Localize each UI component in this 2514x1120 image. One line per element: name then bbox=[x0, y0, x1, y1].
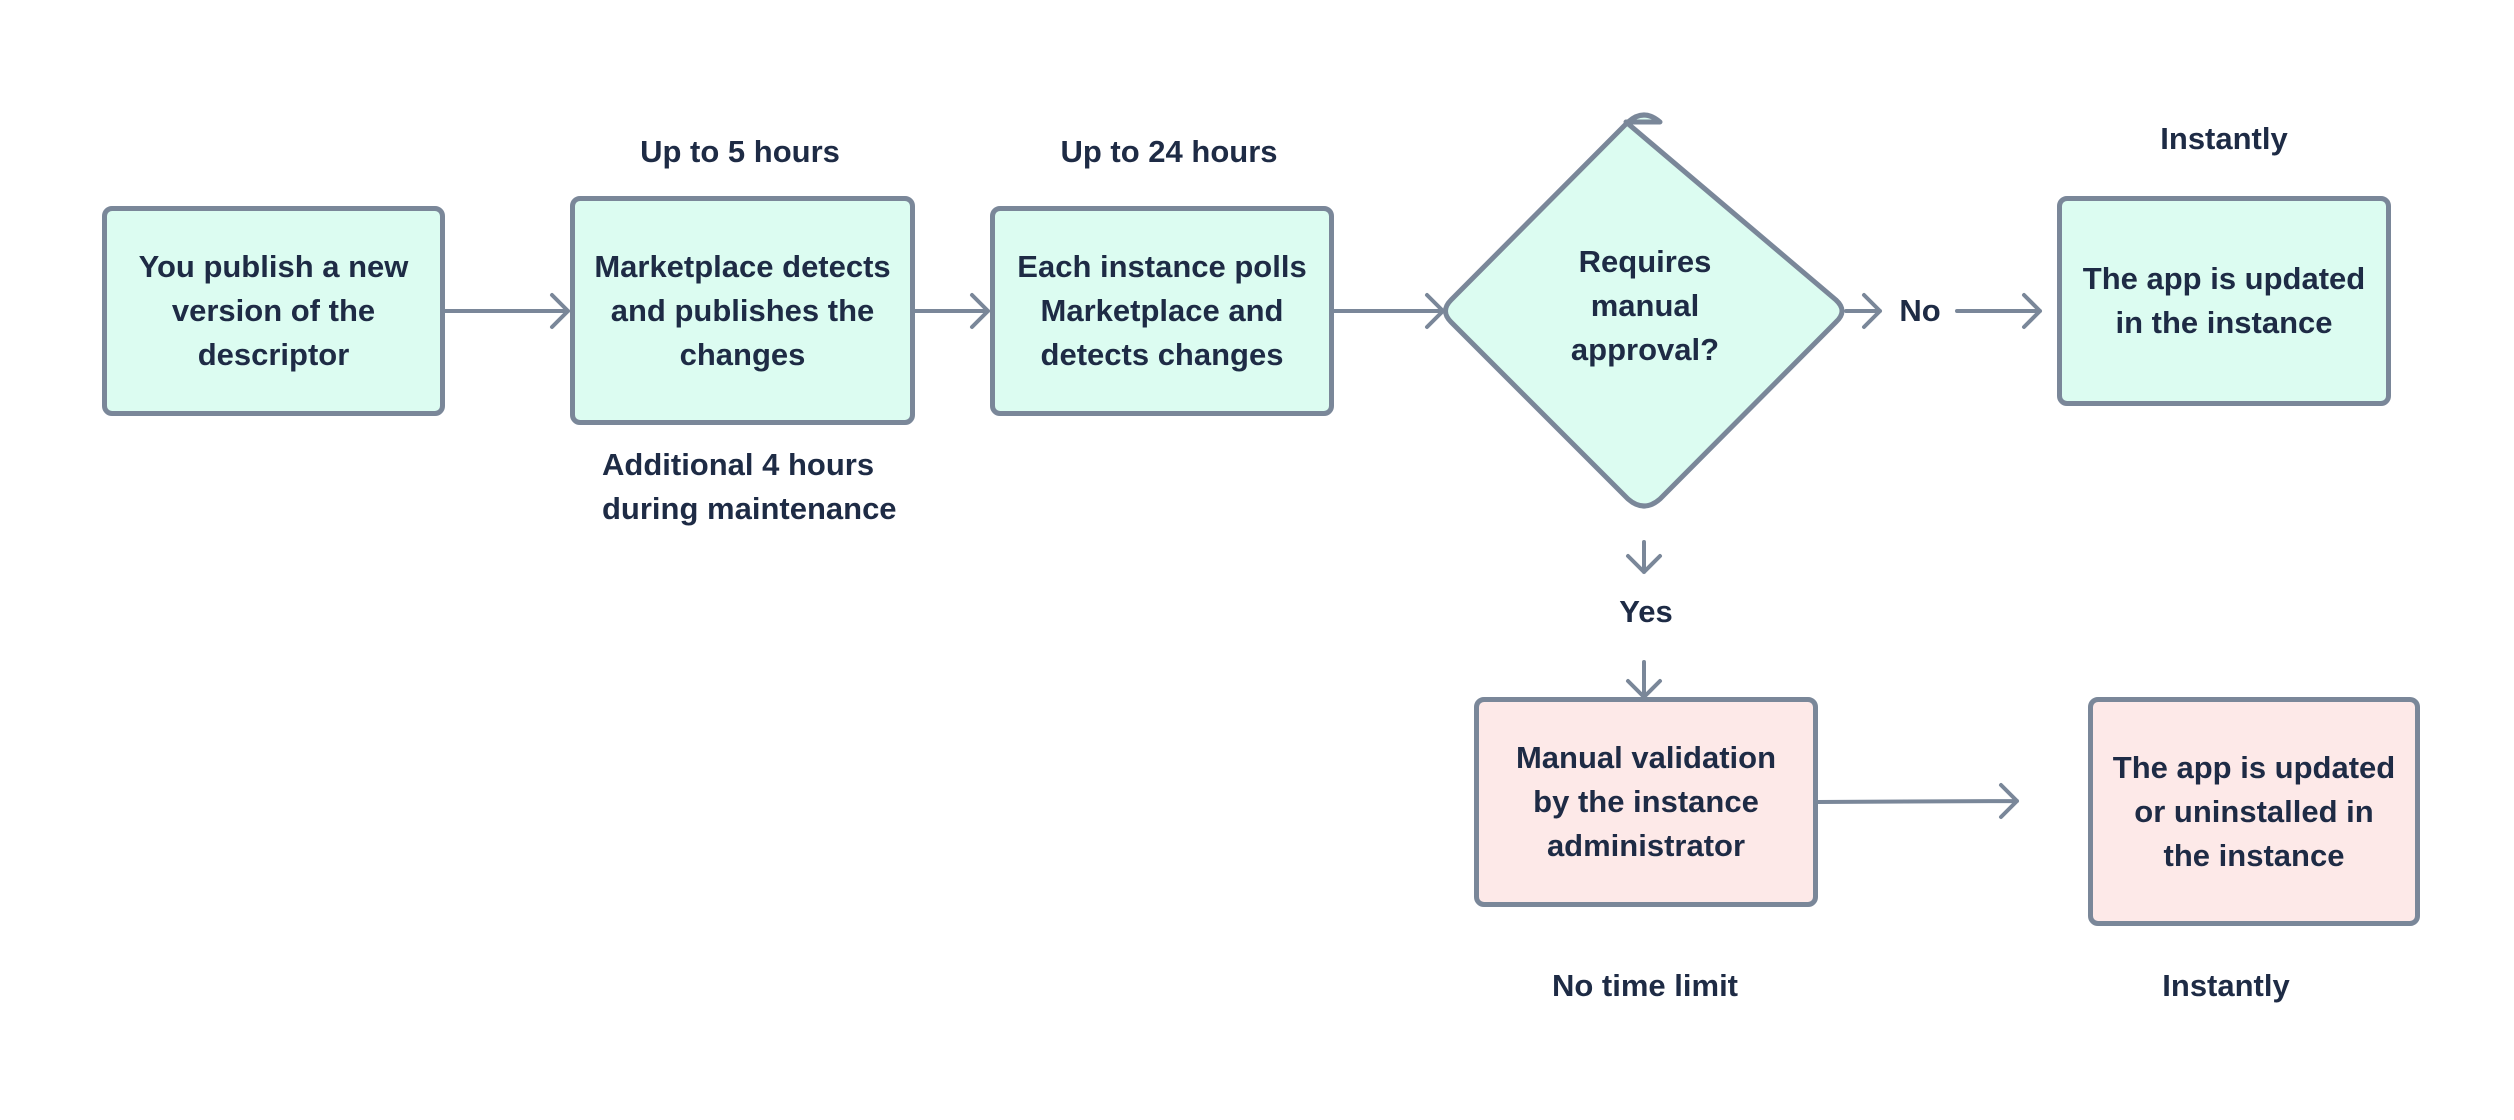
marketplace-detects-node-label: Marketplace detects and publishes the ch… bbox=[594, 248, 891, 372]
no-time-limit-label: No time limit bbox=[1551, 968, 1739, 1003]
publish-node: You publish a new version of the descrip… bbox=[102, 206, 445, 416]
instantly-top-label: Instantly bbox=[2160, 121, 2288, 156]
app-updated-or-uninstalled-node-label: The app is updated or uninstalled in the… bbox=[2112, 749, 2396, 873]
no-edge-label: No bbox=[1899, 293, 1941, 328]
arrow-validation-to-final bbox=[1815, 783, 2019, 819]
additional-4-hours-label: Additional 4 hours during maintenance bbox=[602, 447, 897, 526]
instance-polls-node-label: Each instance polls Marketplace and dete… bbox=[1017, 249, 1307, 372]
app-updated-node: The app is updated in the instance bbox=[2057, 196, 2391, 406]
publish-node-label: You publish a new version of the descrip… bbox=[138, 249, 409, 372]
arrow-marketplace-to-instance bbox=[912, 293, 990, 329]
yes-edge-label: Yes bbox=[1619, 594, 1673, 629]
arrow-publish-to-marketplace bbox=[442, 293, 570, 329]
arrow-instance-to-decision bbox=[1331, 293, 1445, 329]
up-to-24-hours-label: Up to 24 hours bbox=[1060, 134, 1278, 169]
decision-diamond bbox=[1443, 112, 1845, 509]
manual-validation-node: Manual validation by the instance admini… bbox=[1474, 697, 1818, 907]
arrow-yes-to-manual-validation bbox=[1626, 660, 1662, 699]
app-updated-or-uninstalled-node: The app is updated or uninstalled in the… bbox=[2088, 697, 2420, 926]
app-updated-node-label: The app is updated in the instance bbox=[2082, 261, 2366, 340]
arrow-decision-to-no bbox=[1844, 293, 1882, 329]
instantly-bottom-label: Instantly bbox=[2162, 968, 2290, 1003]
instance-polls-node: Each instance polls Marketplace and dete… bbox=[990, 206, 1334, 416]
decision-node-label: Requires manual approval? bbox=[1570, 244, 1720, 367]
arrow-decision-to-yes bbox=[1626, 540, 1662, 574]
arrow-no-to-app-updated bbox=[1955, 293, 2042, 329]
up-to-5-hours-label: Up to 5 hours bbox=[640, 134, 840, 169]
manual-validation-node-label: Manual validation by the instance admini… bbox=[1515, 740, 1777, 863]
marketplace-detects-node: Marketplace detects and publishes the ch… bbox=[570, 196, 915, 425]
